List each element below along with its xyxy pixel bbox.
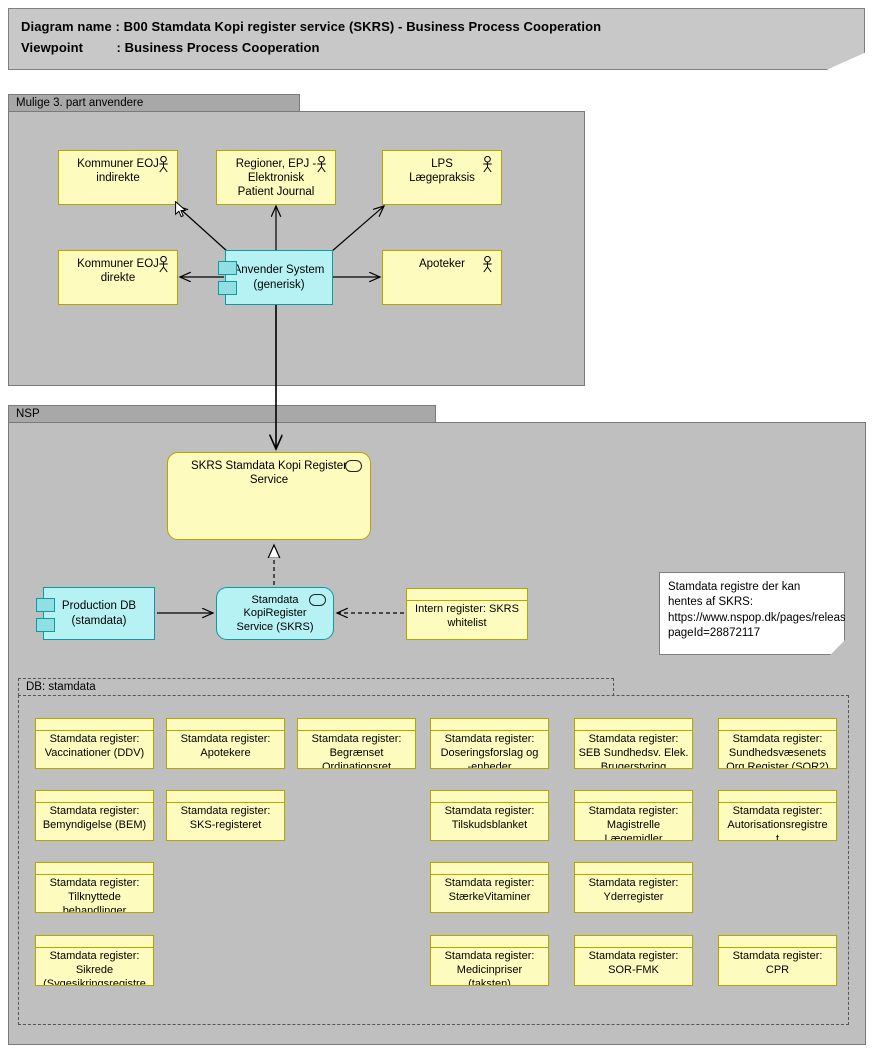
dataobject-header-strip [36,936,153,948]
dataobject-header-strip [719,791,836,803]
register-label: Stamdata register:Apotekere [180,733,271,760]
link-anvender-to-lps [330,206,384,253]
diagram-name-label: Diagram name : B00 Stamdata Kopi registe… [21,19,602,34]
dataobject-header-strip [431,719,548,731]
stick-figure-icon [483,156,492,173]
node-anvender-system[interactable]: Anvender System(generisk) [218,250,333,305]
dataobject-header-strip [407,589,527,601]
dataobject-header-strip [575,791,692,803]
register-label: Stamdata register:Vaccinationer (DDV) [44,733,145,760]
register-label: Stamdata register:StærkeVitaminer [444,877,535,904]
register-label: Stamdata register:Sikrede(Sygesikringsre… [43,950,146,986]
rounded-oval-icon [309,594,326,606]
node-apoteker[interactable]: Apoteker [382,250,502,305]
note-text: Stamdata registre der kan hentes af SKRS… [668,581,873,639]
rounded-oval-icon [345,460,362,472]
register-box[interactable]: Stamdata register:Bemyndigelse (BEM) [35,790,154,841]
dataobject-header-strip [575,936,692,948]
dataobject-header-strip [298,719,415,731]
dataobject-header-strip [575,719,692,731]
register-box[interactable]: Stamdata register:Doseringsforslag og-en… [430,718,549,769]
register-label: Stamdata register:CPR [732,950,823,977]
dataobject-header-strip [36,791,153,803]
register-box[interactable]: Stamdata register:StærkeVitaminer [430,862,549,913]
dataobject-header-strip [719,719,836,731]
register-label: Stamdata register:Yderregister [588,877,679,904]
register-label: Stamdata register:SOR-FMK [588,950,679,977]
mouse-pointer-icon [175,201,187,218]
dataobject-header-strip [36,863,153,875]
component-tabs-icon [36,598,55,638]
viewpoint-label: Viewpoint : Business Process Cooperation [21,40,320,55]
note-skrs-registers-url: Stamdata registre der kan hentes af SKRS… [659,572,845,655]
stick-figure-icon [317,156,326,173]
dataobject-header-strip [36,719,153,731]
register-box[interactable]: Stamdata register:Sikrede(Sygesikringsre… [35,935,154,986]
register-box[interactable]: Stamdata register:Vaccinationer (DDV) [35,718,154,769]
register-label: Stamdata register:SKS-registeret [180,805,271,832]
register-box[interactable]: Stamdata register:CPR [718,935,837,986]
link-anvender-to-kommuner-indirekte [177,206,229,253]
dataobject-header-strip [431,863,548,875]
register-box[interactable]: Stamdata register:Yderregister [574,862,693,913]
dataobject-header-strip [431,791,548,803]
diagram-title-banner: Diagram name : B00 Stamdata Kopi registe… [8,8,865,70]
component-tabs-icon [218,261,237,301]
register-box[interactable]: Stamdata register:SKS-registeret [166,790,285,841]
dataobject-header-strip [167,791,284,803]
stick-figure-icon [159,256,168,273]
node-label: Production DB(stamdata) [61,600,137,627]
register-box[interactable]: Stamdata register:Medicinpriser(taksten) [430,935,549,986]
node-production-db[interactable]: Production DB(stamdata) [36,587,155,640]
register-box[interactable]: Stamdata register:Apotekere [166,718,285,769]
register-box[interactable]: Stamdata register:SOR-FMK [574,935,693,986]
node-label: Apoteker [418,258,466,270]
dataobject-header-strip [719,936,836,948]
register-box[interactable]: Stamdata register:Tilskudsblanket [430,790,549,841]
register-label: Stamdata register:Bemyndigelse (BEM) [42,805,147,832]
register-box[interactable]: Stamdata register:SEB Sundhedsv. Elek.Br… [574,718,693,769]
stick-figure-icon [159,156,168,173]
register-label: Stamdata register:Tilskudsblanket [444,805,535,832]
group-header-nsp: NSP [8,405,436,423]
stick-figure-icon [483,256,492,273]
register-label: Stamdata register:Medicinpriser(taksten) [444,950,535,986]
register-label: Stamdata register:SEB Sundhedsv. Elek.Br… [578,733,689,769]
dataobject-header-strip [431,936,548,948]
dataobject-header-strip [575,863,692,875]
group-header-db-stamdata: DB: stamdata [18,678,614,696]
group-body-db-stamdata [18,695,849,1025]
node-label: Anvender System(generisk) [233,264,325,291]
dataobject-header-strip [167,719,284,731]
register-label: Stamdata register:Doseringsforslag og-en… [440,733,539,769]
group-header-third-party: Mulige 3. part anvendere [8,94,300,112]
